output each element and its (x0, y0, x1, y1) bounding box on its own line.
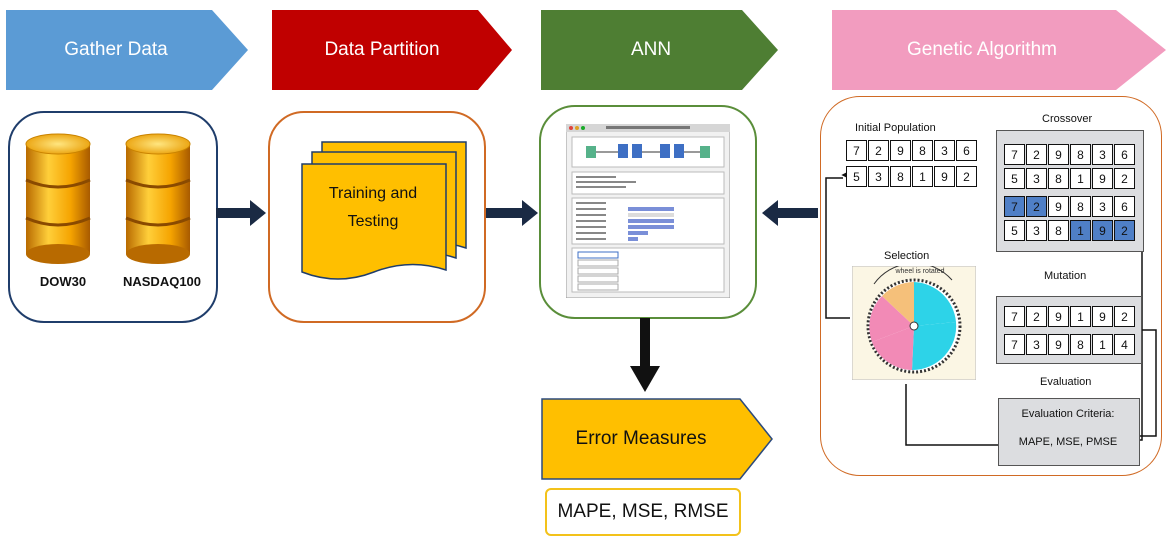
gene-cell: 7 (1004, 144, 1025, 165)
gene-cell: 1 (1070, 168, 1091, 189)
gene-cell: 2 (1114, 220, 1135, 241)
gene-cell: 3 (1026, 168, 1047, 189)
gene-cell: 5 (1004, 168, 1025, 189)
evaluation-title: Evaluation (1040, 376, 1092, 388)
selection-title: Selection (884, 250, 930, 262)
data-partition-chevron (272, 10, 512, 90)
gene-cell: 9 (1092, 220, 1113, 241)
gene-cell: 5 (846, 166, 867, 187)
gene-cell: 3 (1092, 144, 1113, 165)
gene-cell: 3 (1026, 220, 1047, 241)
error-measures-title: Error Measures (575, 428, 707, 449)
gene-cell: 1 (1070, 306, 1091, 327)
gene-cell: 6 (1114, 196, 1135, 217)
gene-cell: 9 (1092, 168, 1113, 189)
crossover-title: Crossover (1042, 113, 1093, 125)
gene-cell: 4 (1114, 334, 1135, 355)
gene-cell: 3 (934, 140, 955, 161)
initial-population-title: Initial Population (855, 122, 936, 134)
gene-cell: 8 (1048, 220, 1069, 241)
ann-training-window (566, 124, 730, 298)
gene-cell: 1 (1070, 220, 1091, 241)
gene-cell: 9 (1092, 306, 1113, 327)
mutation-title: Mutation (1044, 270, 1087, 282)
gene-cell: 1 (1092, 334, 1113, 355)
gene-cell: 9 (934, 166, 955, 187)
genetic-algorithm-chevron (832, 10, 1166, 90)
nasdaq100-label: NASDAQ100 (122, 274, 202, 289)
gene-cell: 9 (1048, 196, 1069, 217)
gene-cell: 3 (868, 166, 889, 187)
gene-cell: 9 (890, 140, 911, 161)
gene-cell: 8 (1070, 196, 1091, 217)
gene-cell: 2 (1114, 306, 1135, 327)
arrow-partition-to-ann (486, 200, 538, 226)
gene-cell: 9 (1048, 306, 1069, 327)
gather-data-label: Gather Data (64, 39, 168, 60)
error-metrics-box: MAPE, MSE, RMSE (545, 488, 741, 536)
document-stack-icon (301, 141, 467, 280)
gene-cell: 8 (1070, 334, 1091, 355)
evaluation-criteria: MAPE, MSE, PMSE (1018, 436, 1118, 448)
gene-cell: 9 (1048, 144, 1069, 165)
arrow-gather-to-partition (216, 200, 266, 226)
gene-cell: 7 (1004, 306, 1025, 327)
gene-cell: 7 (1004, 196, 1025, 217)
gene-cell: 3 (1026, 334, 1047, 355)
error-measures-shape (541, 398, 773, 480)
gene-cell: 9 (1048, 334, 1069, 355)
nasdaq100-database-icon (125, 133, 191, 264)
genetic-algorithm-label: Genetic Algorithm (907, 39, 1057, 60)
wheel-caption: wheel is rotated (895, 268, 945, 275)
gene-cell: 8 (1048, 168, 1069, 189)
gene-cell: 8 (890, 166, 911, 187)
gene-cell: 6 (1114, 144, 1135, 165)
arrow-ann-to-error (630, 318, 660, 392)
gene-cell: 3 (1092, 196, 1113, 217)
gene-cell: 2 (956, 166, 977, 187)
gene-cell: 7 (846, 140, 867, 161)
gene-cell: 6 (956, 140, 977, 161)
gather-data-chevron (6, 10, 248, 90)
training-testing-label: Training and Testing (328, 185, 418, 230)
ann-label: ANN (630, 39, 672, 60)
database-icons (25, 133, 191, 264)
gene-cell: 8 (1070, 144, 1091, 165)
evaluation-criteria-title: Evaluation Criteria: (1021, 408, 1115, 420)
evaluation-box (998, 398, 1140, 466)
gene-cell: 7 (1004, 334, 1025, 355)
gene-cell: 5 (1004, 220, 1025, 241)
stage-banners (6, 10, 1166, 90)
gene-cell: 8 (912, 140, 933, 161)
gene-cell: 2 (1026, 306, 1047, 327)
gene-cell: 1 (912, 166, 933, 187)
dow30-database-icon (25, 133, 91, 264)
data-partition-label: Data Partition (324, 39, 440, 60)
gene-cell: 2 (868, 140, 889, 161)
gene-cell: 2 (1114, 168, 1135, 189)
arrow-ga-to-ann (762, 200, 818, 226)
dow30-label: DOW30 (39, 274, 87, 289)
gene-cell: 2 (1026, 144, 1047, 165)
gene-cell: 2 (1026, 196, 1047, 217)
roulette-wheel-icon (852, 266, 976, 380)
ann-chevron (541, 10, 778, 90)
